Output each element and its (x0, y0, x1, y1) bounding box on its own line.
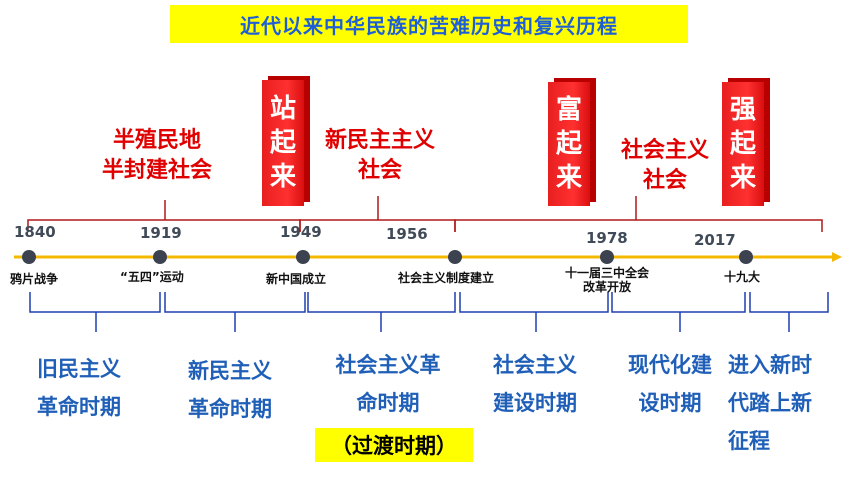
year-1840: 1840 (14, 223, 56, 241)
milestone-stand-up: 站起来 (262, 80, 304, 206)
period-label-line2: 革命时期 (188, 397, 272, 421)
milestone-label: 富起来 (555, 95, 582, 193)
timeline-arrowhead (832, 252, 842, 262)
year-1919: 1919 (140, 224, 182, 242)
milestone-get-rich: 富起来 (548, 82, 590, 206)
page-title: 近代以来中华民族的苦难历史和复兴历程 (170, 5, 688, 43)
period-socialist-revolution: 社会主义革 命时期 (318, 346, 458, 422)
year-1978: 1978 (586, 229, 628, 247)
period-socialist-construction: 社会主义 建设时期 (470, 346, 600, 422)
event-may-fourth: “五四”运动 (120, 270, 184, 284)
period-label-line2: 建设时期 (493, 391, 577, 415)
period-label-line1: 现代化建 (628, 353, 712, 377)
period-label-line2: 革命时期 (37, 395, 121, 419)
event-prc-founded: 新中国成立 (266, 272, 327, 286)
era-label-line1: 新民主主义 (324, 128, 435, 153)
milestone-label: 站起来 (269, 94, 296, 192)
lower-bracket-new-democratic (164, 292, 306, 332)
timeline-dot-1919 (153, 250, 167, 264)
lower-bracket-old-democratic (29, 292, 161, 332)
year-2017: 2017 (694, 231, 736, 249)
period-modernization: 现代化建 设时期 (610, 346, 730, 422)
period-new-democratic: 新民主义 革命时期 (165, 352, 295, 428)
upper-bracket-socialist (454, 196, 823, 232)
year-1956: 1956 (386, 225, 428, 243)
period-label-line2: 设时期 (638, 391, 702, 415)
era-semi-colonial: 半殖民地 半封建社会 (72, 126, 242, 186)
lower-bracket-modernization (611, 292, 746, 332)
era-label-line2: 社会 (357, 158, 402, 183)
period-old-democratic: 旧民主义 革命时期 (14, 350, 144, 426)
event-socialist-system: 社会主义制度建立 (398, 271, 495, 285)
lower-bracket-new-era (749, 292, 829, 332)
era-new-democratic: 新民主主义 社会 (310, 126, 450, 186)
transition-period-note: （过渡时期） (315, 428, 473, 462)
timeline-dot-1949 (296, 250, 310, 264)
era-label-line2: 半封建社会 (101, 158, 212, 183)
period-label-line1: 旧民主义 (37, 357, 121, 381)
milestone-label: 强起来 (729, 95, 756, 193)
period-new-era: 进入新时 代踏上新 征程 (728, 346, 852, 460)
period-label-line3: 征程 (728, 429, 770, 453)
era-label-line1: 社会主义 (620, 138, 709, 163)
timeline-dot-1978 (600, 250, 614, 264)
year-1949: 1949 (280, 223, 322, 241)
period-label-line1: 进入新时 (728, 353, 812, 377)
period-label-line1: 社会主义 (493, 353, 577, 377)
period-label-line1: 新民主义 (188, 359, 272, 383)
era-label-line2: 社会 (642, 168, 687, 193)
upper-bracket-new-democratic (299, 196, 456, 232)
event-third-plenum: 十一届三中全会 改革开放 (560, 266, 654, 294)
era-socialist: 社会主义 社会 (600, 136, 730, 196)
event-19th-congress: 十九大 (724, 270, 761, 284)
timeline-dot-1956 (448, 250, 462, 264)
event-line1: 十一届三中全会 (564, 266, 649, 280)
event-line2: 改革开放 (582, 280, 631, 294)
timeline-dot-1840 (22, 250, 36, 264)
milestone-get-strong: 强起来 (722, 82, 764, 206)
lower-bracket-socialist-revolution (307, 292, 456, 332)
timeline-dot-2017 (739, 250, 753, 264)
event-opium-war: 鸦片战争 (10, 272, 59, 286)
period-label-line2: 代踏上新 (728, 391, 812, 415)
period-label-line2: 命时期 (356, 391, 420, 415)
era-label-line1: 半殖民地 (112, 128, 201, 153)
lower-bracket-socialist-construction (459, 292, 609, 332)
period-label-line1: 社会主义革 (335, 353, 441, 377)
